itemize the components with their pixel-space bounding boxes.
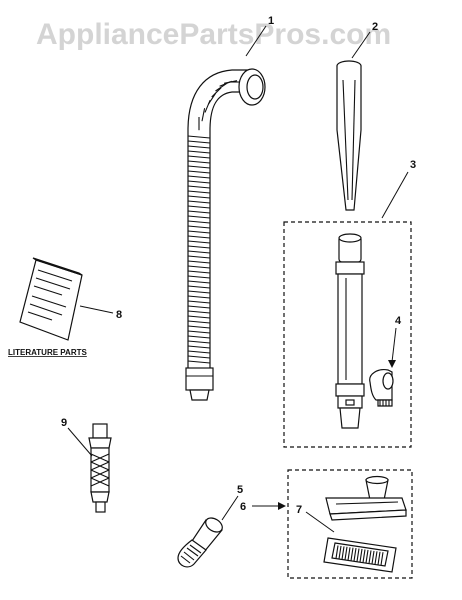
leader-9 [67, 427, 93, 457]
callout-5: 5 [237, 484, 243, 496]
callout-2: 2 [372, 21, 378, 33]
callout-1: 1 [268, 15, 274, 27]
part-crevice-tool [336, 60, 362, 211]
callout-3: 3 [410, 159, 416, 171]
callout-6: 6 [240, 501, 246, 513]
leader-5 [221, 495, 239, 521]
part-literature [19, 257, 83, 341]
part-dusting-brush [177, 517, 223, 568]
leader-4-arrow [388, 360, 396, 368]
group-box-wand [283, 221, 412, 448]
part-hose [185, 68, 266, 401]
callout-4: 4 [395, 315, 402, 327]
part-hose-coupling [88, 423, 112, 513]
literature-parts-label: LITERATURE PARTS [8, 348, 87, 357]
group-box-upholstery [287, 469, 413, 579]
leader-7 [305, 511, 335, 533]
part-brush-insert [323, 537, 397, 573]
leader-2 [351, 31, 371, 59]
callout-7: 7 [296, 504, 302, 516]
part-clip [369, 369, 394, 407]
leader-3 [381, 171, 409, 219]
callout-9: 9 [61, 417, 67, 429]
leader-1 [245, 25, 267, 57]
leader-6-arrow [278, 502, 286, 510]
leader-4 [391, 327, 397, 363]
part-extension-wand [335, 233, 365, 429]
callout-8: 8 [116, 309, 122, 321]
leader-8 [79, 305, 114, 314]
part-upholstery-tool [325, 475, 407, 521]
watermark-text: AppliancePartsPros.com [36, 18, 391, 51]
